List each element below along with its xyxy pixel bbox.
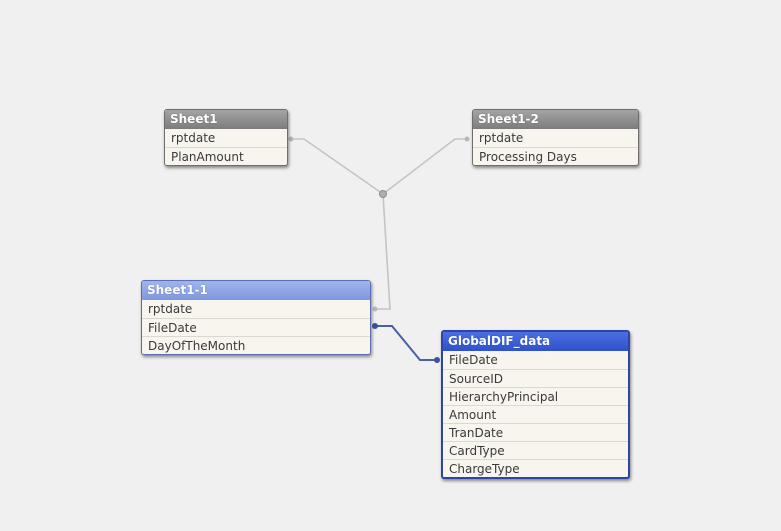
field-row[interactable]: Amount bbox=[443, 405, 628, 423]
link-port-sheet1-1-filedate bbox=[372, 323, 378, 329]
field-row[interactable]: rptdate bbox=[479, 131, 524, 145]
field-row[interactable]: FileDate bbox=[142, 318, 370, 336]
field-list: rptdate FileDate DayOfTheMonth bbox=[142, 300, 370, 354]
link-segment-sheet1-2 bbox=[382, 138, 467, 195]
field-row[interactable]: TranDate bbox=[443, 423, 628, 441]
link-segment-filedate bbox=[375, 325, 437, 361]
table-sheet1-2[interactable]: Sheet1-2 rptdate Processing Days bbox=[472, 109, 639, 166]
table-title[interactable]: GlobalDIF_data bbox=[443, 332, 628, 351]
filedate-link[interactable] bbox=[372, 323, 440, 363]
field-row[interactable]: Processing Days bbox=[473, 147, 638, 165]
link-segment-sheet1 bbox=[291, 138, 384, 195]
link-port-globaldif-filedate bbox=[434, 357, 440, 363]
field-list: rptdate PlanAmount bbox=[165, 129, 287, 165]
table-title[interactable]: Sheet1-2 bbox=[473, 110, 638, 129]
link-segment-sheet1-1 bbox=[375, 193, 391, 310]
field-row[interactable]: HierarchyPrincipal bbox=[443, 387, 628, 405]
link-node-junction bbox=[379, 190, 387, 198]
field-row[interactable]: DayOfTheMonth bbox=[142, 336, 370, 354]
field-list: FileDate SourceID HierarchyPrincipal Amo… bbox=[443, 351, 628, 477]
field-row[interactable]: rptdate bbox=[171, 131, 216, 145]
field-row[interactable]: FileDate bbox=[449, 353, 498, 367]
table-sheet1-1[interactable]: Sheet1-1 rptdate FileDate DayOfTheMonth bbox=[141, 280, 371, 355]
rptdate-link[interactable] bbox=[288, 136, 470, 312]
field-row[interactable]: ChargeType bbox=[443, 459, 628, 477]
table-title[interactable]: Sheet1-1 bbox=[142, 281, 370, 300]
field-row[interactable]: CardType bbox=[443, 441, 628, 459]
link-port-sheet1-2 bbox=[464, 136, 470, 142]
table-globaldif-data[interactable]: GlobalDIF_data FileDate SourceID Hierarc… bbox=[441, 330, 630, 479]
field-list: rptdate Processing Days bbox=[473, 129, 638, 165]
field-row[interactable]: SourceID bbox=[443, 369, 628, 387]
field-row[interactable]: rptdate bbox=[148, 302, 193, 316]
table-title[interactable]: Sheet1 bbox=[165, 110, 287, 129]
field-row[interactable]: PlanAmount bbox=[165, 147, 287, 165]
link-port-sheet1-1 bbox=[372, 306, 378, 312]
table-sheet1[interactable]: Sheet1 rptdate PlanAmount bbox=[164, 109, 288, 166]
link-port-sheet1 bbox=[288, 136, 294, 142]
